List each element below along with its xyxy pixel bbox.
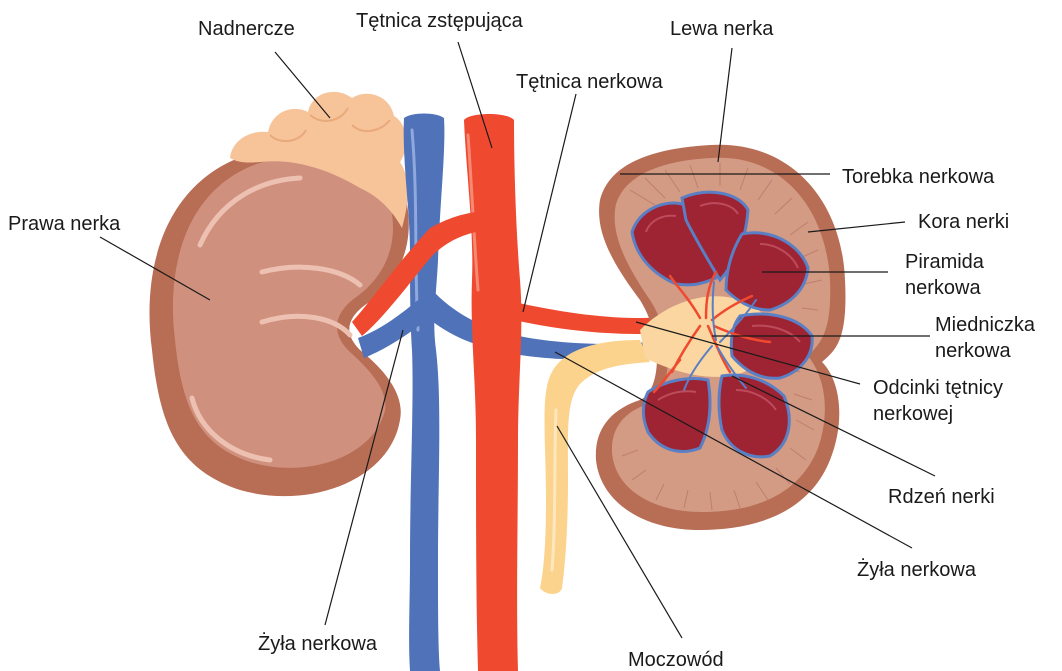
label-capsule: Torebka nerkowa [842, 166, 995, 188]
label-cortex: Kora nerki [918, 211, 1009, 233]
pyramid-mid-right [731, 314, 812, 378]
label-descending-artery: Tętnica zstępująca [356, 10, 524, 32]
label-adrenal: Nadnercze [198, 18, 295, 40]
label-pelvis-line2: nerkowa [935, 340, 1011, 362]
label-right-kidney: Prawa nerka [8, 213, 121, 235]
label-ureter: Moczowód [628, 649, 724, 671]
label-left-kidney: Lewa nerka [670, 18, 774, 40]
label-pyramid-line2: nerkowa [905, 277, 981, 299]
label-artery-segments-line1: Odcinki tętnicy [873, 377, 1003, 399]
label-renal-artery: Tętnica nerkowa [516, 71, 664, 93]
label-pyramid-line1: Piramida [905, 251, 985, 273]
pyramid-lower-left [644, 379, 710, 452]
left-kidney [596, 145, 846, 530]
label-pelvis-line1: Miedniczka [935, 314, 1036, 336]
right-kidney-inner [173, 156, 393, 468]
leader-adrenal [275, 52, 330, 118]
label-renal-vein-right: Żyła nerkowa [258, 632, 378, 655]
label-renal-vein-left: Żyła nerkowa [857, 558, 977, 581]
label-medulla: Rdzeń nerki [888, 486, 995, 508]
leader-renal-artery [523, 94, 576, 312]
label-artery-segments-line2: nerkowej [873, 403, 953, 425]
